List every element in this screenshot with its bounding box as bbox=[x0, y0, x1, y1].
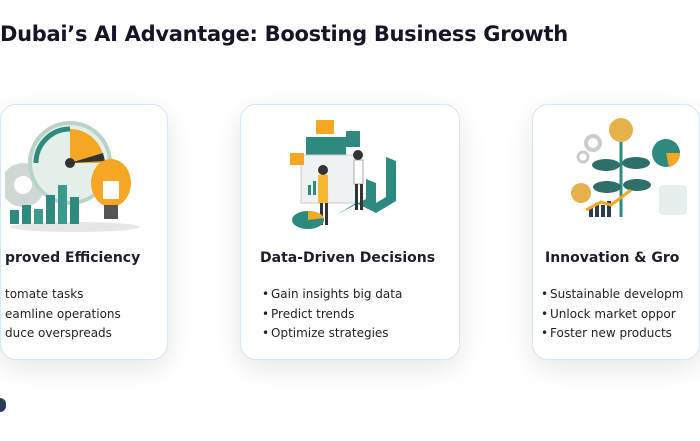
list-item: •Gain insights big data bbox=[262, 287, 403, 301]
list-item: •Foster new products bbox=[541, 326, 672, 340]
list-item: duce overspreads bbox=[5, 326, 112, 340]
data-analysts-icon bbox=[290, 120, 396, 229]
speedometer-lightbulb-icon bbox=[5, 121, 140, 232]
list-item: •Unlock market oppor bbox=[541, 306, 676, 321]
list-item: •Sustainable developm bbox=[541, 287, 684, 301]
page-title: Dubai’s AI Advantage: Boosting Business … bbox=[0, 22, 568, 46]
money-plant-growth-icon bbox=[571, 118, 687, 217]
list-item: eamline operations bbox=[5, 306, 121, 321]
card-innovation-growth: Innovation & Gro •Sustainable developm •… bbox=[532, 104, 700, 360]
card-heading: Data-Driven Decisions bbox=[260, 250, 436, 266]
list-item: •Optimize strategies bbox=[262, 326, 389, 340]
list-item: tomate tasks bbox=[5, 287, 84, 301]
decorative-dot bbox=[0, 398, 6, 412]
card-improved-efficiency: proved Efficiency tomate tasks eamline o… bbox=[0, 104, 168, 360]
card-data-driven-decisions: Data-Driven Decisions •Gain insights big… bbox=[240, 104, 460, 360]
list-item: •Predict trends bbox=[262, 306, 355, 321]
card-heading: proved Efficiency bbox=[5, 250, 141, 266]
card-heading: Innovation & Gro bbox=[545, 250, 680, 266]
